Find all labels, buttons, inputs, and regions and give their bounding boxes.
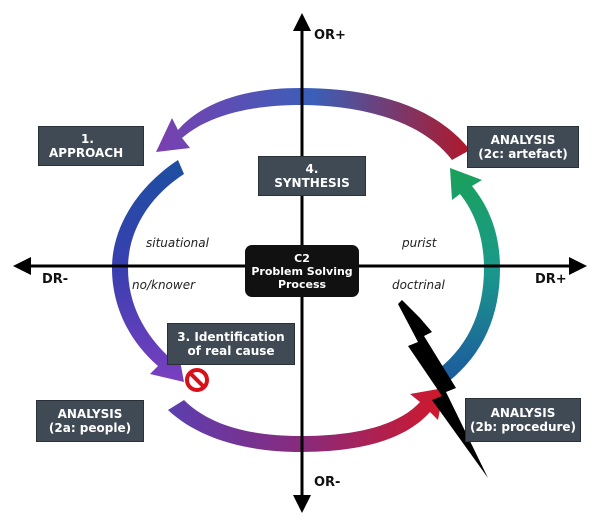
stage-identification-box: 3. Identification of real cause — [167, 323, 295, 365]
axis-label-or-minus: OR- — [314, 475, 341, 490]
center-line-1: C2 — [294, 251, 310, 265]
quadrant-label-doctrinal: doctrinal — [392, 278, 445, 292]
stage-procedure-title: ANALYSIS — [490, 406, 556, 420]
stage-synthesis-number: 4. — [305, 162, 319, 176]
stage-people-subtitle: (2a: people) — [48, 421, 132, 435]
stage-artefact-box: ANALYSIS (2c: artefact) — [467, 126, 579, 168]
stage-approach-label: APPROACH — [49, 146, 124, 160]
center-line-3: Process — [277, 277, 327, 291]
axis-label-dr-minus: DR- — [42, 272, 69, 287]
quadrant-label-situational: situational — [146, 236, 209, 250]
quadrant-label-no-knower: no/knower — [132, 278, 196, 292]
stage-approach-box: 1. APPROACH — [38, 126, 144, 166]
stage-people-title: ANALYSIS — [57, 407, 123, 421]
stage-identification-line-2: of real cause — [187, 344, 275, 358]
stage-identification-line-1: 3. Identification — [177, 330, 285, 344]
arrow-left — [112, 160, 184, 382]
no-entry-icon — [185, 368, 209, 392]
stage-artefact-subtitle: (2c: artefact) — [478, 147, 568, 161]
axis-label-dr-plus: DR+ — [535, 272, 567, 287]
arrow-top — [156, 88, 470, 160]
stage-people-box: ANALYSIS (2a: people) — [36, 400, 144, 442]
center-problem-solving-box: C2 Problem Solving Process — [245, 245, 359, 297]
arrow-right — [432, 168, 500, 388]
arrow-bottom — [168, 388, 444, 452]
center-line-2: Problem Solving — [251, 264, 353, 278]
stage-synthesis-label: SYNTHESIS — [274, 176, 350, 190]
stage-synthesis-box: 4. SYNTHESIS — [258, 156, 366, 196]
cycle-arrows — [112, 88, 500, 452]
stage-procedure-subtitle: (2b: procedure) — [469, 420, 577, 434]
stage-artefact-title: ANALYSIS — [490, 133, 556, 147]
quadrant-label-purist: purist — [402, 236, 437, 250]
stage-approach-number: 1. — [81, 132, 94, 146]
axis-label-or-plus: OR+ — [314, 28, 346, 43]
stage-procedure-box: ANALYSIS (2b: procedure) — [465, 398, 581, 442]
